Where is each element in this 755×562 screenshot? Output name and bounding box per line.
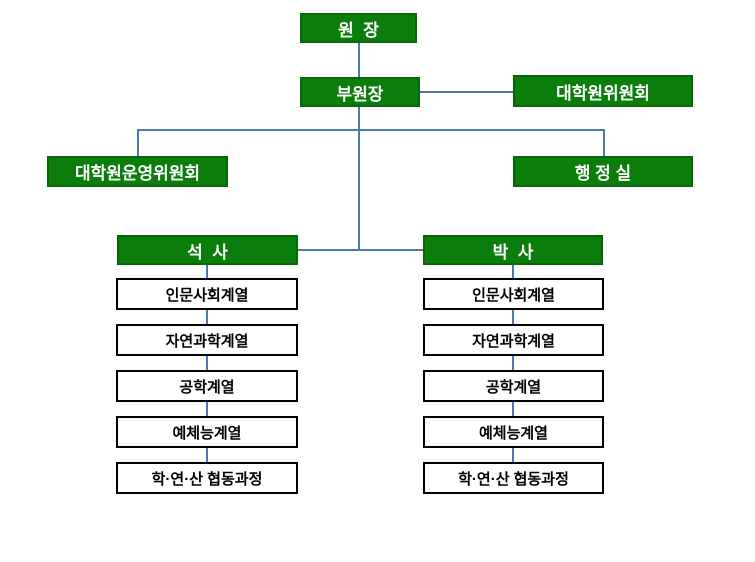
node-masters: 석 사 xyxy=(117,235,298,265)
node-admin-office: 행 정 실 xyxy=(513,156,693,187)
node-operating-committee: 대학원운영위원회 xyxy=(47,156,228,187)
doctoral-item-label: 예체능계열 xyxy=(478,424,548,442)
masters-item-label: 공학계열 xyxy=(179,378,235,396)
doctoral-item-natural-science: 자연과학계열 xyxy=(423,324,604,356)
node-graduate-committee-label: 대학원위원회 xyxy=(556,83,650,103)
masters-item-engineering: 공학계열 xyxy=(116,370,298,402)
masters-item-humanities: 인문사회계열 xyxy=(116,278,298,310)
node-director: 원 장 xyxy=(300,13,417,43)
connector-masters-column xyxy=(206,265,208,462)
doctoral-item-arts-sports: 예체능계열 xyxy=(423,416,604,448)
node-masters-label: 석 사 xyxy=(187,242,228,262)
connector-doctoral-column xyxy=(512,265,514,462)
node-director-label: 원 장 xyxy=(338,20,379,40)
doctoral-item-humanities: 인문사회계열 xyxy=(423,278,604,310)
connector-vice-down xyxy=(358,107,360,250)
node-admin-office-label: 행 정 실 xyxy=(574,164,632,183)
node-operating-committee-label: 대학원운영위원회 xyxy=(74,164,201,183)
connector-operating-drop xyxy=(137,129,139,156)
doctoral-item-label: 공학계열 xyxy=(485,378,542,396)
masters-item-label: 인문사회계열 xyxy=(165,286,249,304)
node-vice-director-label: 부원장 xyxy=(336,84,384,104)
masters-item-label: 예체능계열 xyxy=(172,424,242,442)
doctoral-item-cooperative: 학·연·산 협동과정 xyxy=(423,462,604,494)
masters-item-label: 학·연·산 협동과정 xyxy=(151,470,263,488)
masters-item-label: 자연과학계열 xyxy=(165,332,249,350)
node-doctoral: 박 사 xyxy=(423,235,603,265)
masters-item-arts-sports: 예체능계열 xyxy=(116,416,298,448)
node-doctoral-label: 박 사 xyxy=(492,242,534,262)
connector-row2-horizontal xyxy=(137,129,605,131)
masters-item-natural-science: 자연과학계열 xyxy=(116,324,298,356)
connector-director-vice xyxy=(358,43,360,77)
doctoral-item-label: 자연과학계열 xyxy=(472,332,555,350)
connector-admin-drop xyxy=(603,129,605,156)
doctoral-item-engineering: 공학계열 xyxy=(423,370,604,402)
doctoral-item-label: 인문사회계열 xyxy=(472,286,555,304)
node-vice-director: 부원장 xyxy=(300,77,420,107)
connector-vice-committee xyxy=(420,91,513,93)
doctoral-item-label: 학·연·산 협동과정 xyxy=(458,470,569,488)
node-graduate-committee: 대학원위원회 xyxy=(513,75,693,107)
connector-masters-doctoral xyxy=(298,249,423,251)
masters-item-cooperative: 학·연·산 협동과정 xyxy=(116,462,298,494)
